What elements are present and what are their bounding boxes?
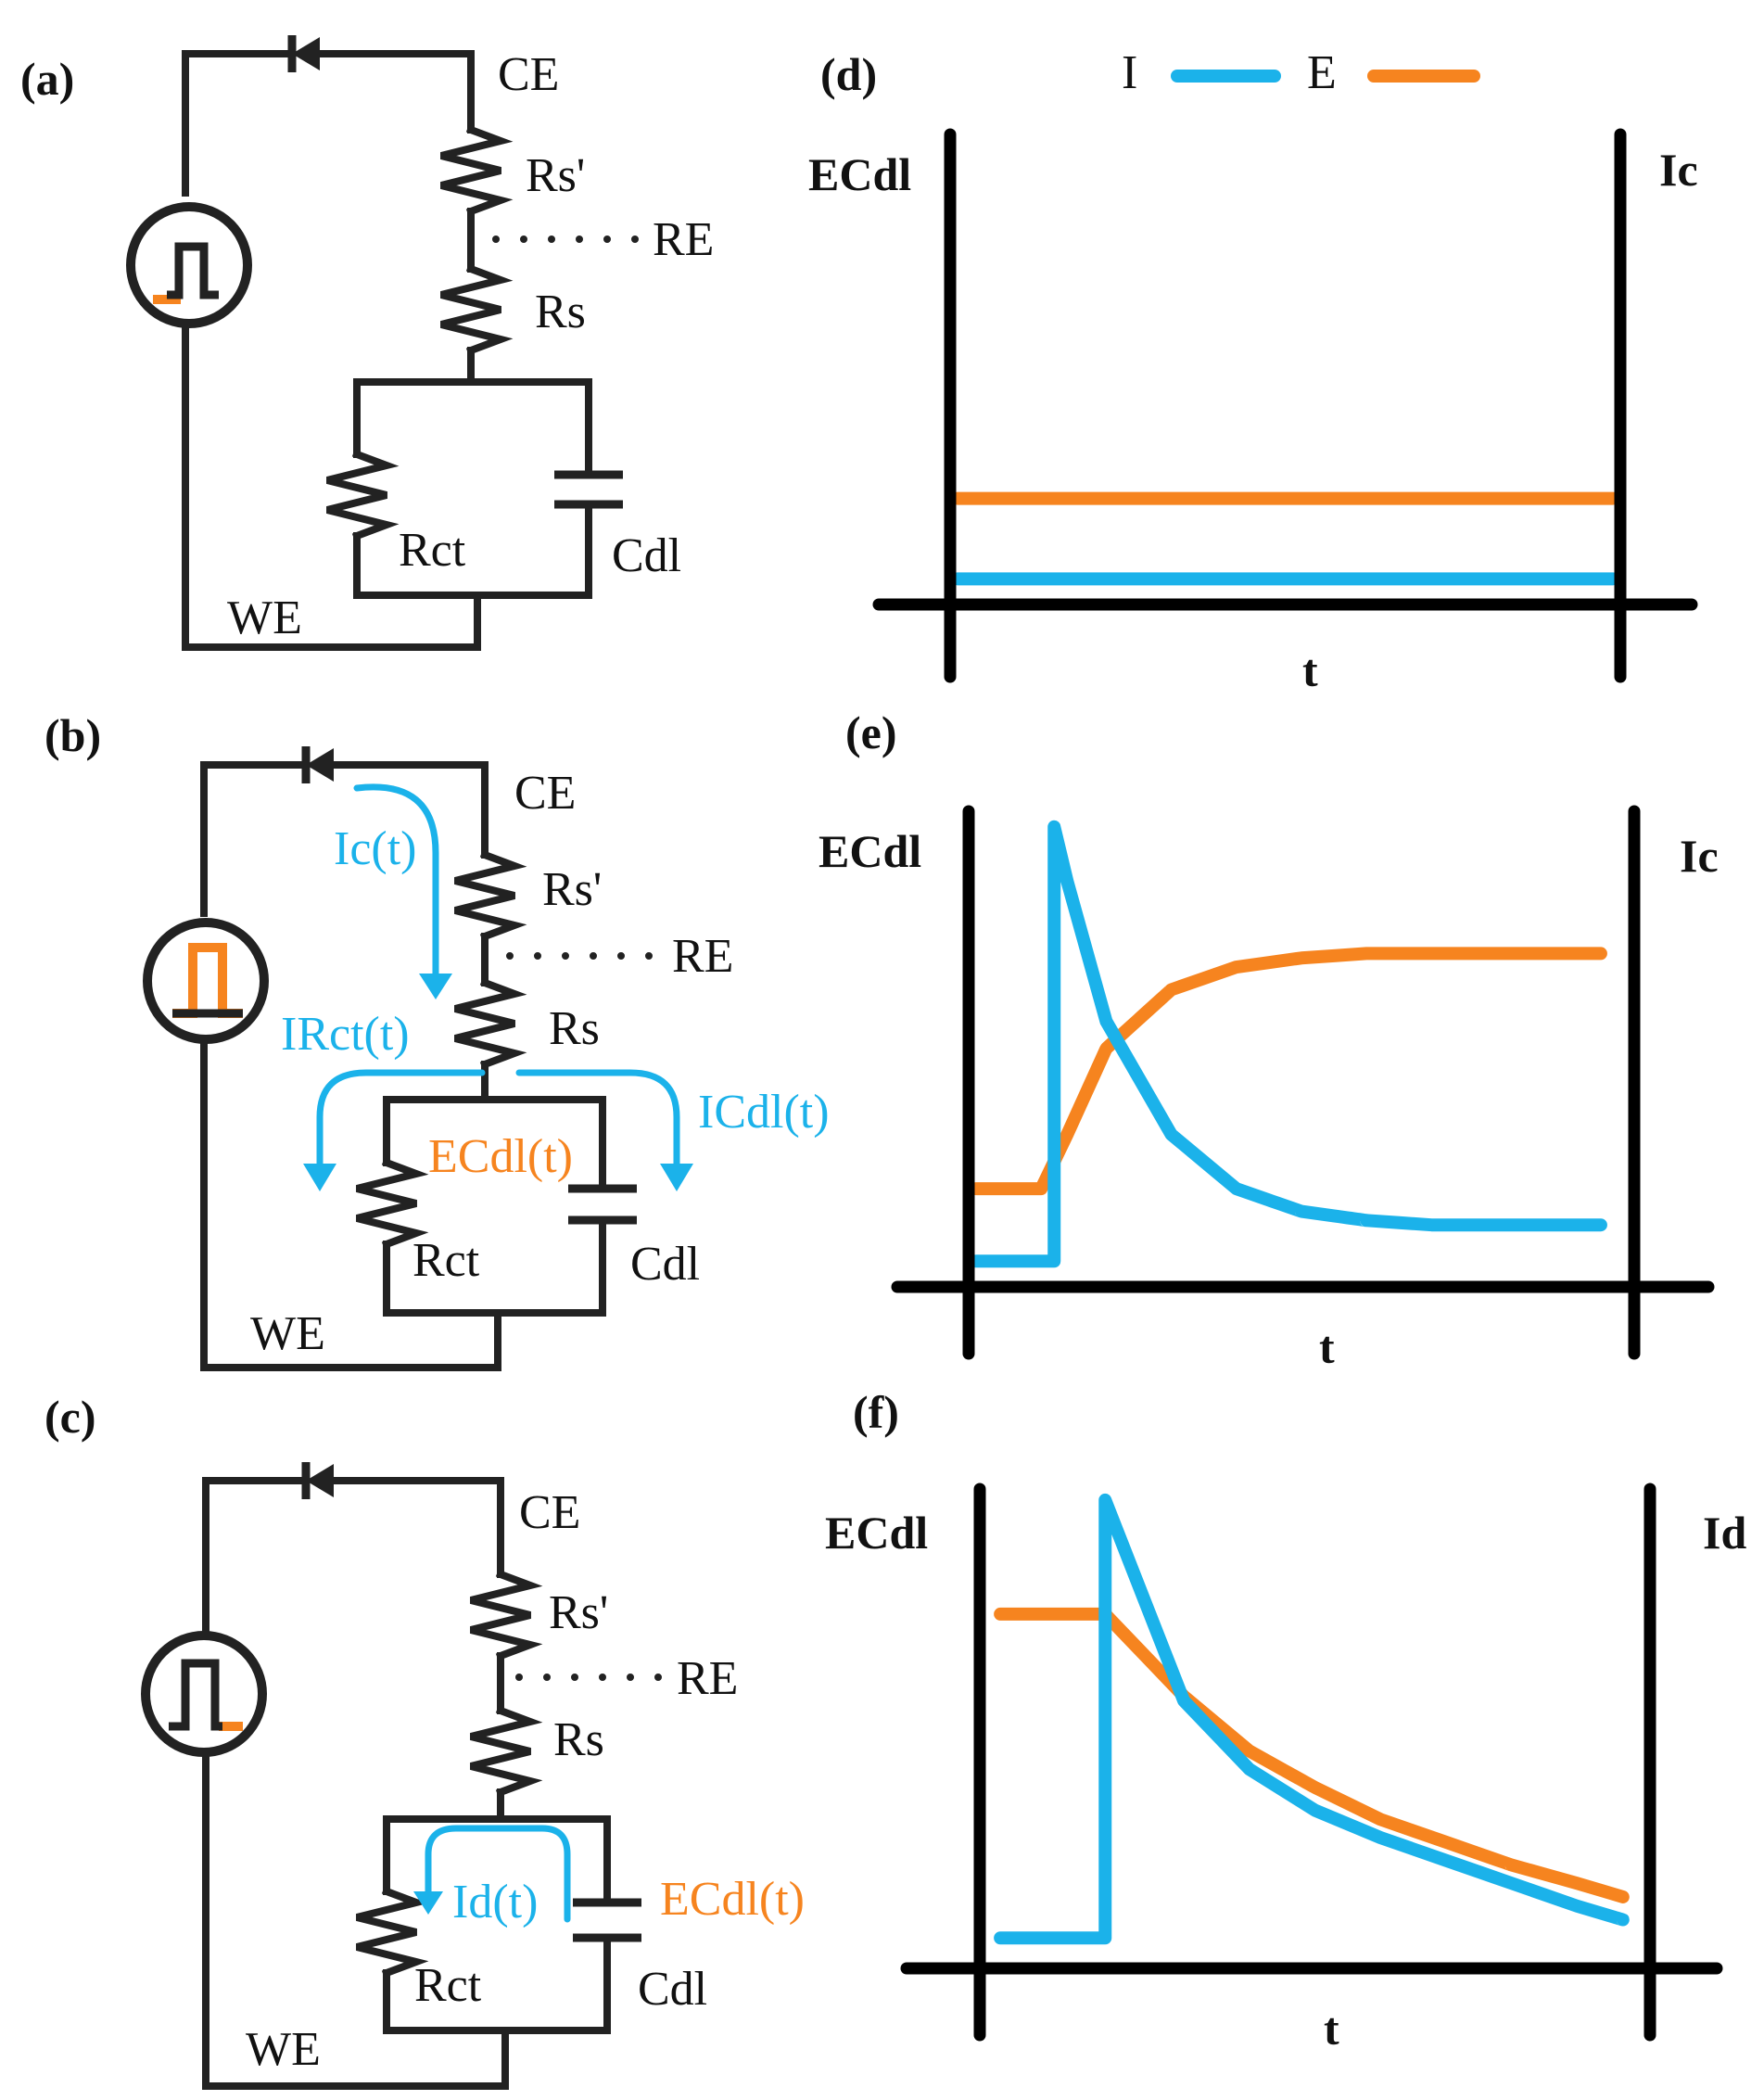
rs-label: Rs [553, 1713, 604, 1766]
left-axis-label: ECdl [825, 1507, 928, 1559]
circuit-b: (b) CE Rs' RE [44, 709, 830, 1371]
re-label: RE [672, 930, 733, 983]
ce-label: CE [519, 1486, 580, 1539]
discharge-loop-arrow [425, 1825, 571, 1923]
legend-potential-label: E [1307, 46, 1337, 99]
we-label: WE [250, 1307, 325, 1360]
arrow-down-icon [303, 1164, 336, 1191]
legend-current-label: I [1122, 46, 1137, 99]
diode-icon [301, 746, 334, 783]
current-total-label: Ic(t) [334, 822, 416, 875]
circuit-a: (a) CE Rs' RE Rs Rct Cdl WE [20, 35, 714, 651]
arrow-down-icon [660, 1164, 693, 1191]
panel-label: (d) [820, 48, 877, 100]
potential-cdl-label: ECdl(t) [428, 1130, 573, 1183]
series-current-line [970, 820, 1607, 1268]
cdl-label: Cdl [630, 1238, 700, 1291]
rs-label: Rs [535, 286, 586, 338]
right-axis-label: Ic [1680, 830, 1719, 882]
series-potential-line [994, 1607, 1630, 1903]
chart-f: (f) ECdl Id t [825, 1386, 1746, 2055]
chart-e: (e) ECdl Ic t [819, 706, 1719, 1373]
legend: I E [1122, 46, 1480, 99]
series-potential-line [970, 947, 1607, 1196]
x-axis-label: t [1302, 644, 1318, 696]
rs-label: Rs [549, 1002, 600, 1055]
rct-label: Rct [412, 1234, 480, 1287]
cdl-label: Cdl [612, 529, 681, 582]
resistor-rct [356, 1157, 429, 1250]
resistor-rs-prime [470, 1569, 543, 1661]
pulse-source-icon [141, 1631, 267, 1757]
potential-cdl-label: ECdl(t) [660, 1873, 805, 1926]
re-label: RE [677, 1652, 738, 1705]
panel-label-a: (a) [20, 53, 74, 105]
rs-prime-label: Rs' [549, 1586, 608, 1639]
we-label: WE [227, 592, 302, 644]
arrow-down-icon [419, 974, 452, 999]
pulse-source-icon [143, 918, 269, 1044]
resistor-rct [356, 1886, 429, 1979]
pulse-source-icon [126, 202, 252, 328]
resistor-rs-prime [454, 849, 527, 942]
panel-label: (f) [853, 1386, 899, 1438]
panel-label: (e) [845, 706, 897, 758]
resistor-rs [454, 977, 527, 1070]
rs-prime-label: Rs' [542, 863, 602, 916]
ce-label: CE [498, 48, 559, 101]
rct-label: Rct [414, 1959, 482, 2012]
re-label: RE [653, 213, 714, 266]
diode-icon [301, 1462, 334, 1499]
panel-label-c: (c) [44, 1391, 96, 1443]
x-axis-label: t [1319, 1321, 1335, 1373]
panel-label-b: (b) [44, 709, 101, 761]
rs-prime-label: Rs' [526, 149, 585, 202]
current-path-arrows [316, 783, 680, 1177]
rct-label: Rct [399, 524, 466, 577]
x-axis-label: t [1324, 2003, 1339, 2055]
left-axis-label: ECdl [808, 148, 911, 200]
left-axis-label: ECdl [819, 825, 921, 877]
we-label: WE [246, 2023, 321, 2076]
circuit-c: (c) CE Rs' RE Rs Rct Cdl WE [44, 1391, 805, 2090]
current-cdl-label: ICdl(t) [698, 1086, 830, 1139]
current-rct-label: IRct(t) [281, 1008, 410, 1061]
series-current-line [994, 1493, 1630, 1945]
arrow-down-icon [413, 1891, 443, 1915]
cdl-label: Cdl [638, 1963, 707, 2016]
right-axis-label: Id [1703, 1507, 1746, 1559]
resistor-rs-prime [440, 124, 514, 217]
right-axis-label: Ic [1659, 144, 1698, 196]
ce-label: CE [514, 767, 576, 820]
resistor-rs [470, 1705, 543, 1798]
diode-icon [287, 35, 320, 72]
chart-d: (d) ECdl Ic t [808, 48, 1698, 696]
current-discharge-label: Id(t) [452, 1876, 538, 1928]
resistor-rs [440, 263, 514, 356]
resistor-rct [326, 449, 400, 541]
